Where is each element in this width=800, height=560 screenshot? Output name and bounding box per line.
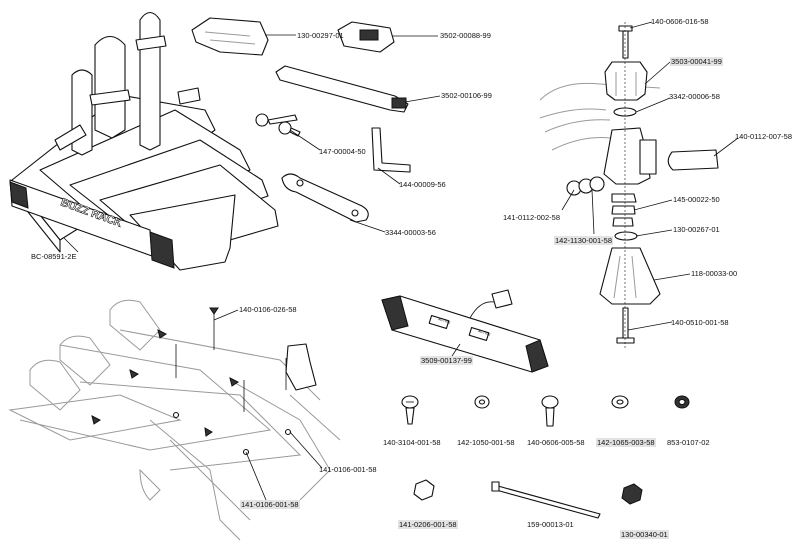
hardware-washer-1 (474, 395, 490, 409)
label-140-3104-001-58: 140-3104-001-58 (383, 438, 441, 447)
hardware-washer-3 (674, 395, 690, 409)
rack-ghost-assembly (8, 299, 341, 541)
label-141-0106-001-58-a: 141-0106-001-58 (319, 465, 377, 474)
label-3509-00137-99: 3509-00137-99 (420, 356, 473, 365)
label-130-00267-01: 130-00267-01 (673, 225, 720, 234)
label-3503-00041-99: 3503-00041-99 (670, 57, 723, 66)
hardware-screw-1 (401, 395, 419, 425)
clamp-cover-part (191, 17, 269, 56)
label-140-0510-001-58: 140-0510-001-58 (671, 318, 729, 327)
label-140-0606-005-58: 140-0606-005-58 (527, 438, 585, 447)
lightbar-mark-1: ACTIVE (438, 317, 452, 325)
label-3344-00003-56: 3344-00003-56 (385, 228, 436, 237)
label-141-0112-002-58: 141-0112-002-58 (503, 213, 560, 222)
label-147-00004-50: 147-00004-50 (319, 147, 366, 156)
label-145-00022-50: 145-00022-50 (673, 195, 720, 204)
label-142-1050-001-58: 142-1050-001-58 (457, 438, 515, 447)
keys-part (255, 113, 301, 137)
lightbar-mark-2: ACTIVE (478, 329, 492, 337)
label-142-1065-003-58: 142-1065-003-58 (596, 438, 656, 447)
strap-buckle-part (337, 21, 395, 53)
label-3502-00088-99: 3502-00088-99 (440, 31, 491, 40)
hardware-nut-2 (621, 483, 643, 505)
hardware-washer-2 (611, 395, 629, 409)
label-141-0106-001-58-b: 141-0106-001-58 (240, 500, 300, 509)
label-130-00297-01: 130-00297-01 (297, 31, 344, 40)
bike-carrier-assembly: BUZZ RACK (9, 11, 279, 271)
label-142-1130-001-58: 142-1130-001-58 (554, 236, 613, 245)
label-BC-08591-2E: BC-08591-2E (31, 252, 77, 261)
label-140-0112-007-58: 140-0112-007-58 (735, 132, 792, 141)
label-141-0206-001-58: 141-0206-001-58 (398, 520, 458, 529)
allen-key-part (371, 127, 411, 173)
label-159-00013-01: 159-00013-01 (527, 520, 574, 529)
label-144-00009-56: 144-00009-56 (399, 180, 446, 189)
label-3502-00106-99: 3502-00106-99 (441, 91, 492, 100)
lightbar-part: ACTIVE ACTIVE (381, 289, 549, 373)
hardware-nut-1 (413, 479, 435, 501)
label-130-00340-01: 130-00340-01 (620, 530, 669, 539)
label-118-00033-00: 118-00033-00 (691, 269, 738, 278)
hardware-screw-2 (541, 395, 559, 427)
label-140-0606-016-58: 140-0606-016-58 (651, 17, 709, 26)
knob-assembly (566, 22, 719, 350)
cable-tie-part (491, 481, 601, 519)
hitch-ghost-outline (539, 82, 661, 151)
label-140-0106-026-58: 140-0106-026-58 (239, 305, 297, 314)
label-3342-00006-58: 3342-00006-58 (669, 92, 720, 101)
leader-lines (63, 21, 739, 501)
long-strap-part (275, 65, 409, 113)
label-853-0107-02: 853-0107-02 (667, 438, 710, 447)
spanner-part (281, 173, 369, 223)
